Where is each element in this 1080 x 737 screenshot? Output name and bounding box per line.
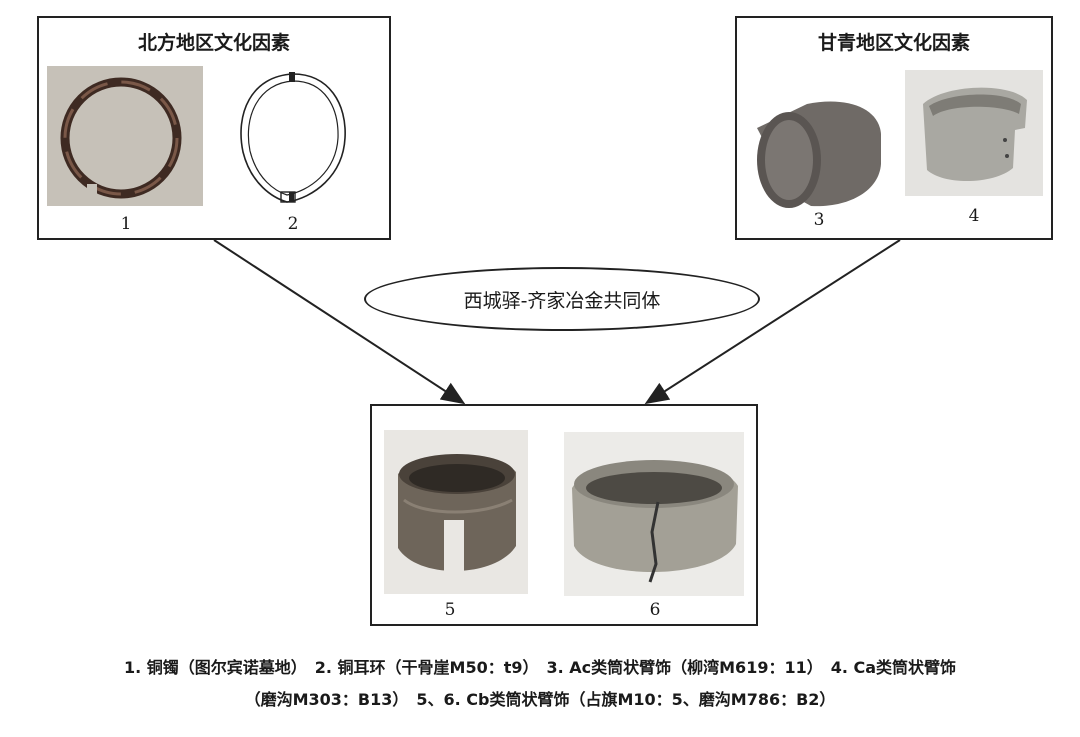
cb-armlet-image-6 <box>564 432 744 596</box>
ca-armlet-image <box>905 70 1043 196</box>
figure-number-4: 4 <box>968 206 980 226</box>
bronze-bracelet-photo <box>47 66 203 206</box>
figure-number-6: 6 <box>649 600 661 620</box>
ac-armlet-photo <box>747 68 889 210</box>
north-culture-box: 北方地区文化因素 1 2 <box>37 16 391 240</box>
ca-armlet-photo <box>905 70 1043 196</box>
figure-number-5: 5 <box>444 600 456 620</box>
cb-armlet-image-5 <box>384 430 528 594</box>
bronze-bracelet-image <box>47 66 203 206</box>
cb-armlet-photo-5 <box>384 430 528 594</box>
figure-number-1: 1 <box>120 214 132 234</box>
figure-number-3: 3 <box>813 210 825 230</box>
ganqing-culture-box: 甘青地区文化因素 3 4 <box>735 16 1053 240</box>
bronze-earring-drawing <box>229 66 357 214</box>
result-box: 5 6 <box>370 404 758 626</box>
ac-armlet-image <box>747 68 889 210</box>
figure-caption-line-2: （磨沟M303：B13） 5、6. Cb类筒状臂饰（占旗M10：5、磨沟M786… <box>244 690 836 709</box>
xichengyi-qijia-metallurgy-community: 西城驿-齐家冶金共同体 <box>364 267 760 331</box>
arrow-north-to-result <box>213 239 466 405</box>
figure-number-2: 2 <box>287 214 299 234</box>
cb-armlet-photo-6 <box>564 432 744 596</box>
bronze-earring-image <box>240 72 346 203</box>
north-culture-title: 北方地区文化因素 <box>137 32 290 54</box>
figure-caption-line-1: 1. 铜镯（图尔宾诺墓地） 2. 铜耳环（干骨崖M50：t9） 3. Ac类筒状… <box>123 658 957 677</box>
ganqing-culture-title: 甘青地区文化因素 <box>817 32 970 54</box>
arrow-ganqing-to-result <box>644 239 901 405</box>
